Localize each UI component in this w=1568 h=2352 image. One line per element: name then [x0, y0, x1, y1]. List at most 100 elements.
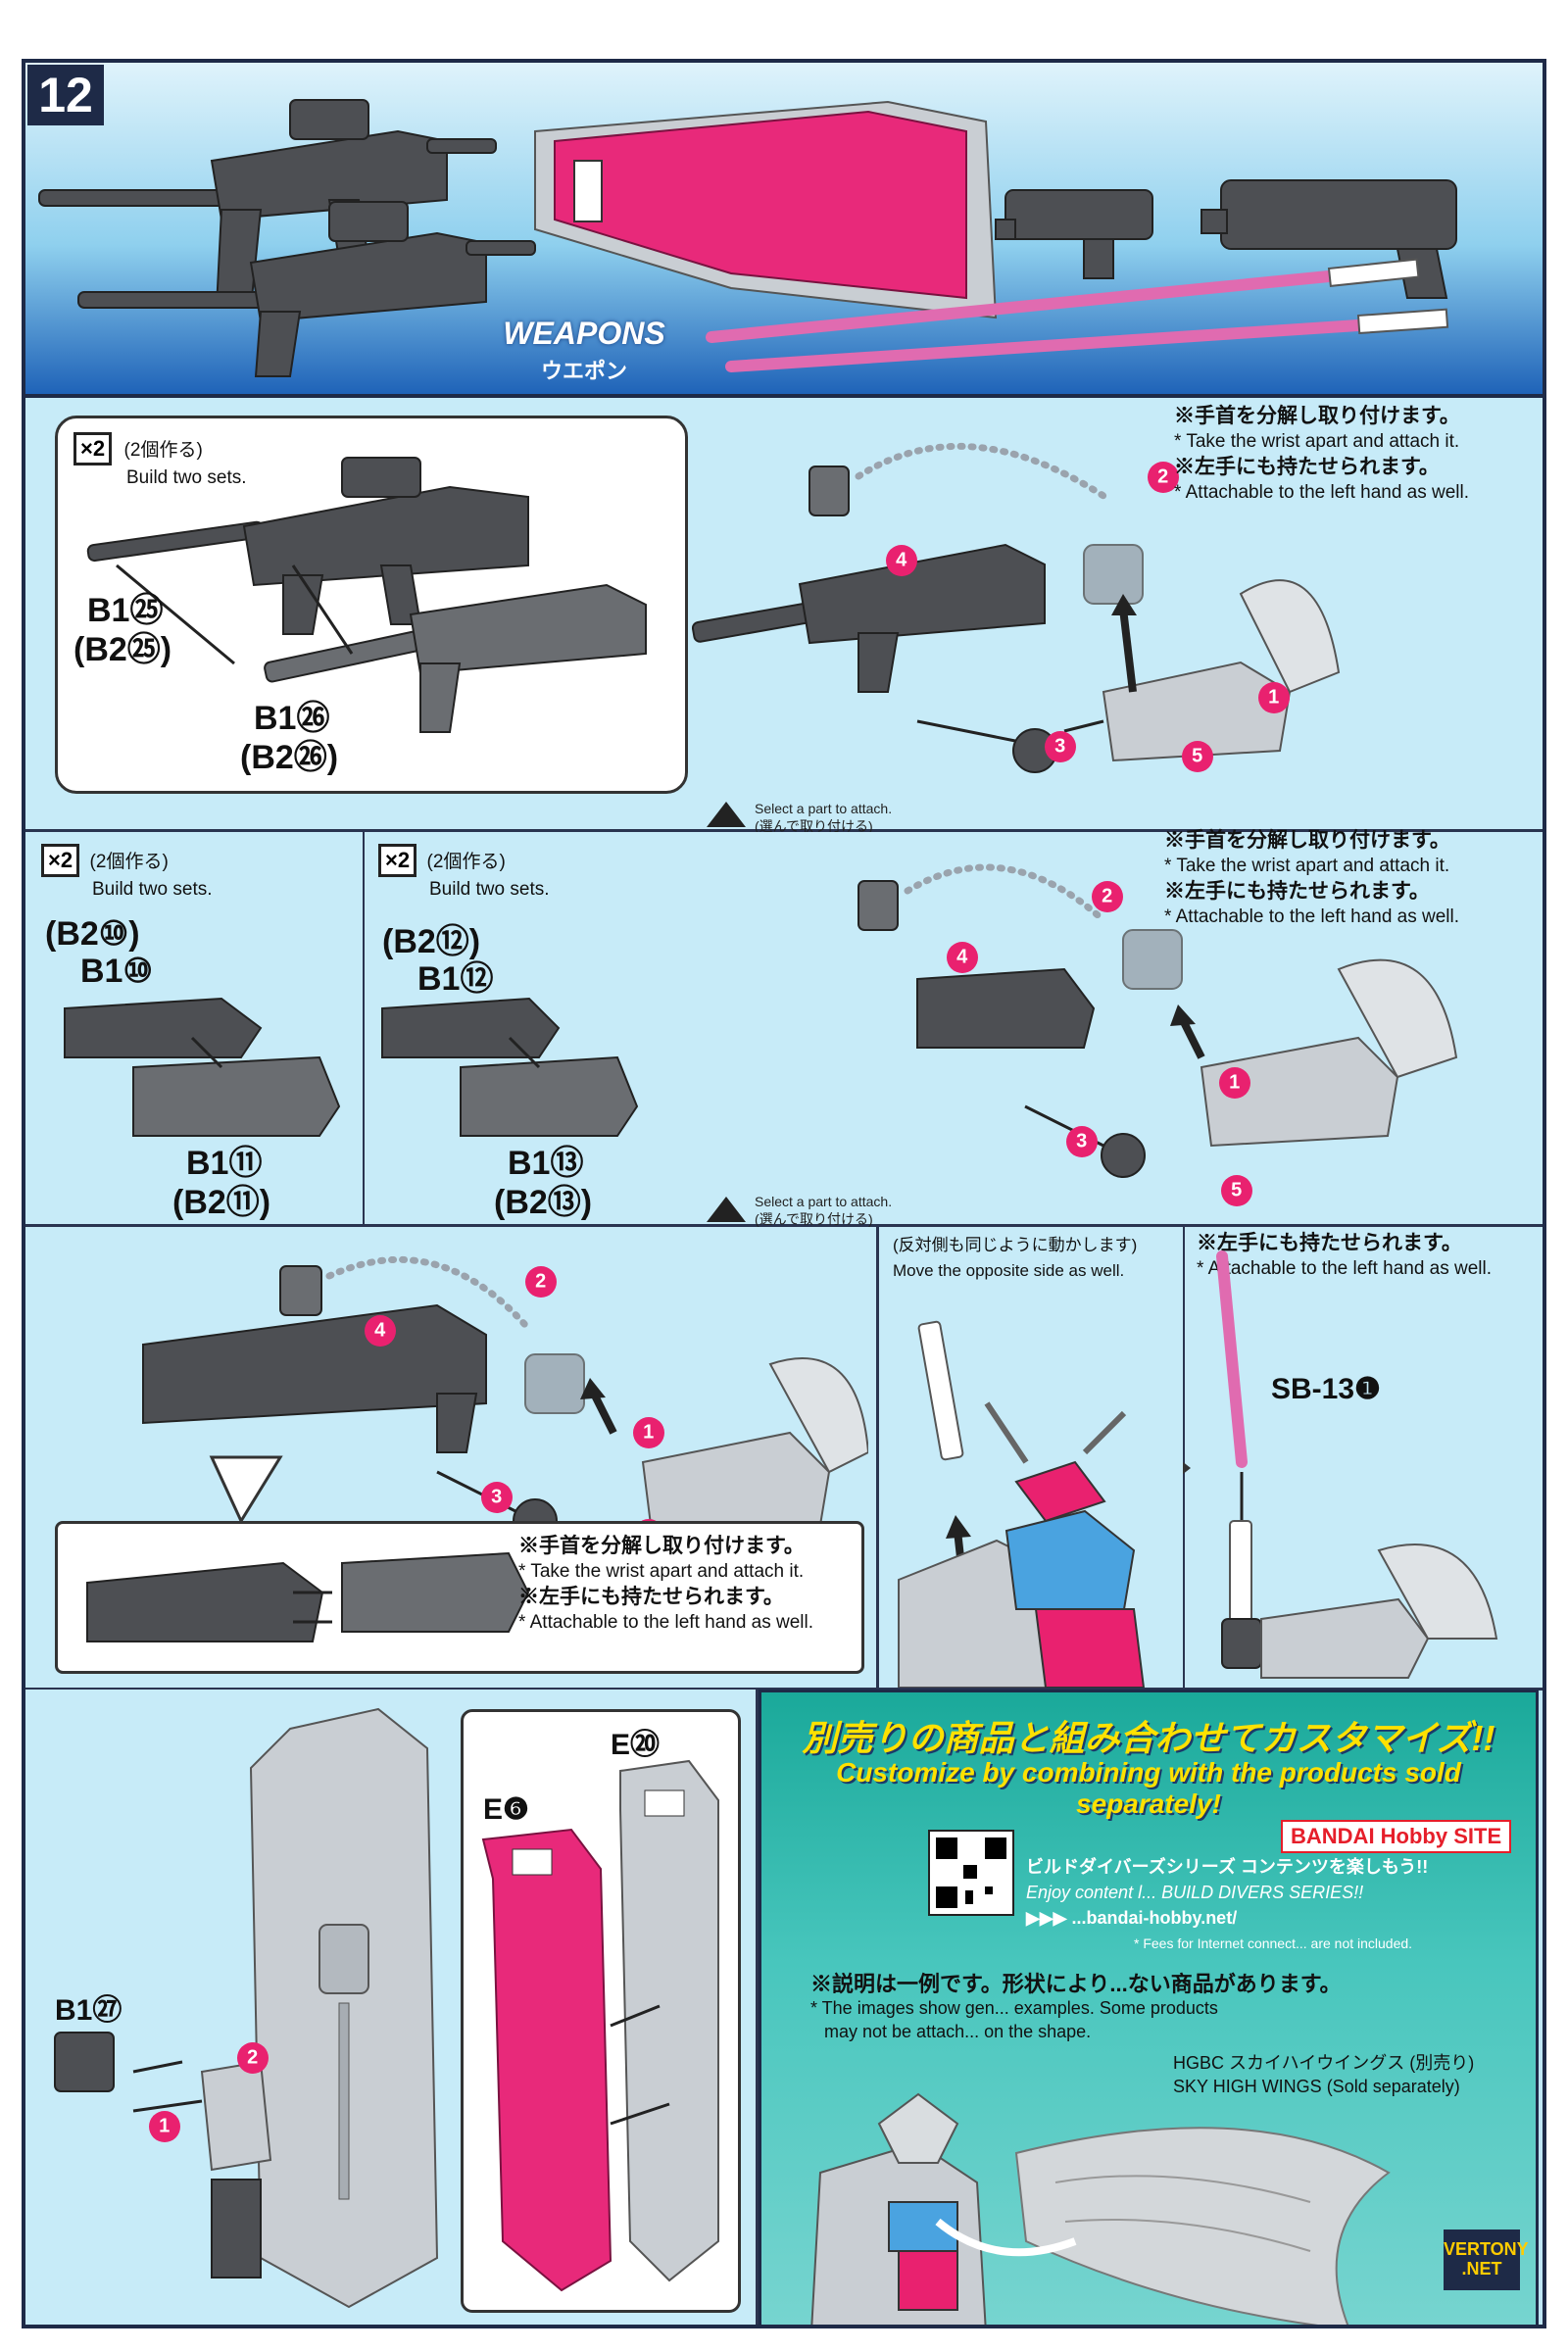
- rifle-parts-diagram: [86, 457, 647, 733]
- build-two-jp-c: (2個作る): [426, 852, 506, 872]
- build-two-en-b: Build two sets.: [92, 879, 213, 900]
- sky-high-wings-illustration: [810, 2092, 1391, 2325]
- promo-series-en: Enjoy content l... BUILD DIVERS SERIES!!: [1026, 1883, 1364, 1902]
- large-gatling-saber-panel: 2 4 1 3 5 ※手首を分解し取り付けます。 * Take the wris…: [25, 1227, 1543, 1690]
- weapons-title-jp: ウエポン: [540, 359, 627, 383]
- select-part-b-en: Select a part to attach.: [755, 1194, 893, 1209]
- wrist-note-c-en1: * Take the wrist apart and attach it.: [518, 1561, 805, 1582]
- promo-url[interactable]: ▶▶▶ ...bandai-hobby.net/: [1026, 1908, 1238, 1928]
- saber-subpanel: (反対側も同じように動かします) Move the opposite side …: [876, 1227, 1543, 1688]
- wrist-note-en1: * Take the wrist apart and attach it.: [1174, 431, 1460, 452]
- part-label-b1-12: B1⑫: [417, 960, 494, 998]
- shield-assembly-panel: B1㉗ 2 1 E⑳ E❻: [25, 1690, 759, 2325]
- qr-code-icon: [936, 1838, 1006, 1908]
- promo-note-en2: may not be attach... on the shape.: [824, 2022, 1092, 2041]
- build-two-en-c: Build two sets.: [429, 879, 550, 900]
- promo-product-jp: HGBC スカイハイウイングス (別売り): [1173, 2053, 1475, 2073]
- build-two-note: ×2 (2個作る) Build two sets.: [74, 432, 247, 491]
- large-gatling-detail-callout: ※手首を分解し取り付けます。 * Take the wrist apart an…: [55, 1521, 864, 1674]
- part-label-b2-12: (B2⑫): [382, 923, 481, 960]
- build-two-jp-b: (2個作る): [89, 852, 169, 872]
- vertony-badge: VERTONY .NET: [1444, 2230, 1529, 2290]
- promo-title-jp: 別売りの商品と組み合わせてカスタマイズ!!: [802, 1718, 1495, 1758]
- select-part-indicator: [702, 800, 751, 834]
- opposite-side-jp: (反対側も同じように動かします): [893, 1236, 1138, 1254]
- part-label-b1-11: B1⑪: [186, 1145, 263, 1182]
- promo-title-en: Customize by combining with the products…: [836, 1757, 1461, 1819]
- weapons-illustration: [38, 99, 1457, 377]
- shield-parts-diagram: [481, 1759, 719, 2292]
- gatling-illustration: [995, 189, 1153, 279]
- saber-left-hand-jp: ※左手にも持たせられます。: [1197, 1232, 1462, 1254]
- part-label-b2-26: (B2㉖): [240, 739, 339, 776]
- promo-note: ※説明は一例です。形状により...ない商品があります。 * The images…: [810, 1973, 1496, 2043]
- part-label-b1-26: B1㉖: [254, 700, 330, 737]
- wrist-note-b-jp2: ※左手にも持たせられます。: [1164, 880, 1430, 903]
- wrist-note-b-en2: * Attachable to the left hand as well.: [1164, 906, 1460, 927]
- saber-attach-section: ※左手にも持たせられます。 * Attachable to the left h…: [1183, 1227, 1543, 1688]
- qr-code[interactable]: [928, 1830, 1014, 1916]
- promo-product: HGBC スカイハイウイングス (別売り) SKY HIGH WINGS (So…: [1173, 2051, 1474, 2098]
- rifle-hand-attach-diagram: [692, 442, 1341, 773]
- select-part-jp: (選んで取り付ける): [755, 818, 873, 834]
- shield-detail-callout: E⑳ E❻: [461, 1709, 741, 2313]
- rifle-assembly-panel: ×2 (2個作る) Build two sets. B1㉕ (B2㉕) B1㉖ …: [25, 398, 1543, 834]
- multiplier-badge-c: ×2: [378, 844, 417, 877]
- build-two-note-b: ×2 (2個作る) Build two sets.: [41, 844, 213, 903]
- multiplier-badge-b: ×2: [41, 844, 80, 877]
- build-two-note-c: ×2 (2個作る) Build two sets.: [378, 844, 550, 903]
- shield-illustration: [534, 100, 998, 319]
- bandai-hobby-site-logo[interactable]: BANDAI Hobby SITE: [1281, 1820, 1512, 1853]
- promo-series-jp: ビルドダイバーズシリーズ コンテンツを楽しもう!!: [1026, 1857, 1429, 1877]
- saber-extend-section: (反対側も同じように動かします) Move the opposite side …: [879, 1227, 1185, 1688]
- wrist-note-en2: * Attachable to the left hand as well.: [1174, 482, 1470, 503]
- select-part-en: Select a part to attach.: [755, 801, 893, 816]
- part-label-b1-13: B1⑬: [508, 1145, 584, 1182]
- build-two-jp: (2個作る): [123, 440, 203, 461]
- instruction-page: 12: [22, 59, 1546, 2328]
- select-toggle-icon: [707, 802, 746, 827]
- opposite-side-note: (反対側も同じように動かします) Move the opposite side …: [893, 1233, 1177, 1284]
- promo-note-jp: ※説明は一例です。形状により...ない商品があります。: [810, 1972, 1342, 1996]
- part-label-e20: E⑳: [611, 1729, 661, 1761]
- saber-left-hand-en: * Attachable to the left hand as well.: [1197, 1258, 1493, 1279]
- opposite-side-en: Move the opposite side as well.: [893, 1261, 1125, 1280]
- gatling-hand-attach-diagram: [858, 863, 1458, 1178]
- promo-fees: * Fees for Internet connect... are not i…: [1134, 1936, 1413, 1951]
- promo-note-en1: * The images show gen... examples. Some …: [810, 1998, 1218, 2018]
- weapons-title-en: WEAPONS: [503, 316, 665, 351]
- wrist-note-b-en1: * Take the wrist apart and attach it.: [1164, 856, 1450, 876]
- beam-saber-illustration: [706, 258, 1449, 372]
- gatling-a-subpanel: ×2 (2個作る) Build two sets. (B2⑩) B1⑩ B1⑪ …: [25, 832, 365, 1224]
- part-label-b2-25: (B2㉕): [74, 631, 172, 668]
- wrist-note-c-en2: * Attachable to the left hand as well.: [518, 1612, 814, 1633]
- gatling-assembly-panel: ×2 (2個作る) Build two sets. (B2⑩) B1⑩ B1⑪ …: [25, 829, 1543, 1229]
- part-label-sb13: SB-13❶: [1271, 1373, 1381, 1405]
- wrist-note-a: ※手首を分解し取り付けます。 * Take the wrist apart an…: [1174, 404, 1537, 506]
- wrist-note-b-jp1: ※手首を分解し取り付けます。: [1164, 829, 1450, 852]
- select-part-note-b: Select a part to attach. (選んで取り付ける): [755, 1193, 892, 1228]
- part-label-b2-13: (B2⑬): [494, 1184, 593, 1221]
- part-label-e6: E❻: [483, 1793, 529, 1826]
- part-label-b2-10: (B2⑩): [45, 915, 140, 953]
- saber-hand-diagram: [1183, 1250, 1498, 1679]
- wrist-note-c: ※手首を分解し取り付けます。 * Take the wrist apart an…: [518, 1534, 852, 1636]
- wrist-note-c-jp1: ※手首を分解し取り付けます。: [518, 1535, 805, 1557]
- wrist-note-jp2: ※左手にも持たせられます。: [1174, 456, 1440, 478]
- gundam-saber-diagram: [898, 1320, 1146, 1688]
- part-label-b1-25: B1㉕: [87, 592, 164, 629]
- promo-panel: 別売りの商品と組み合わせてカスタマイズ!! Customize by combi…: [759, 1690, 1539, 2325]
- select-part-b-jp: (選んで取り付ける): [755, 1211, 873, 1227]
- gatling-b-parts-diagram: [381, 997, 639, 1137]
- weapons-title: WEAPONS ウエポン: [437, 316, 731, 385]
- gatling-a-parts-diagram: [64, 997, 341, 1137]
- wrist-note-c-jp2: ※左手にも持たせられます。: [518, 1586, 784, 1608]
- build-two-en: Build two sets.: [126, 467, 247, 488]
- part-label-b2-11: (B2⑪): [172, 1184, 271, 1221]
- select-part-indicator-b: [702, 1195, 751, 1229]
- part-label-b1-10: B1⑩: [80, 953, 153, 990]
- large-gatling-parts-diagram: [86, 1551, 530, 1642]
- saber-left-hand-note: ※左手にも持たせられます。 * Attachable to the left h…: [1197, 1231, 1540, 1282]
- wrist-note-jp1: ※手首を分解し取り付けます。: [1174, 405, 1460, 427]
- part-label-b1-27: B1㉗: [55, 1994, 122, 2027]
